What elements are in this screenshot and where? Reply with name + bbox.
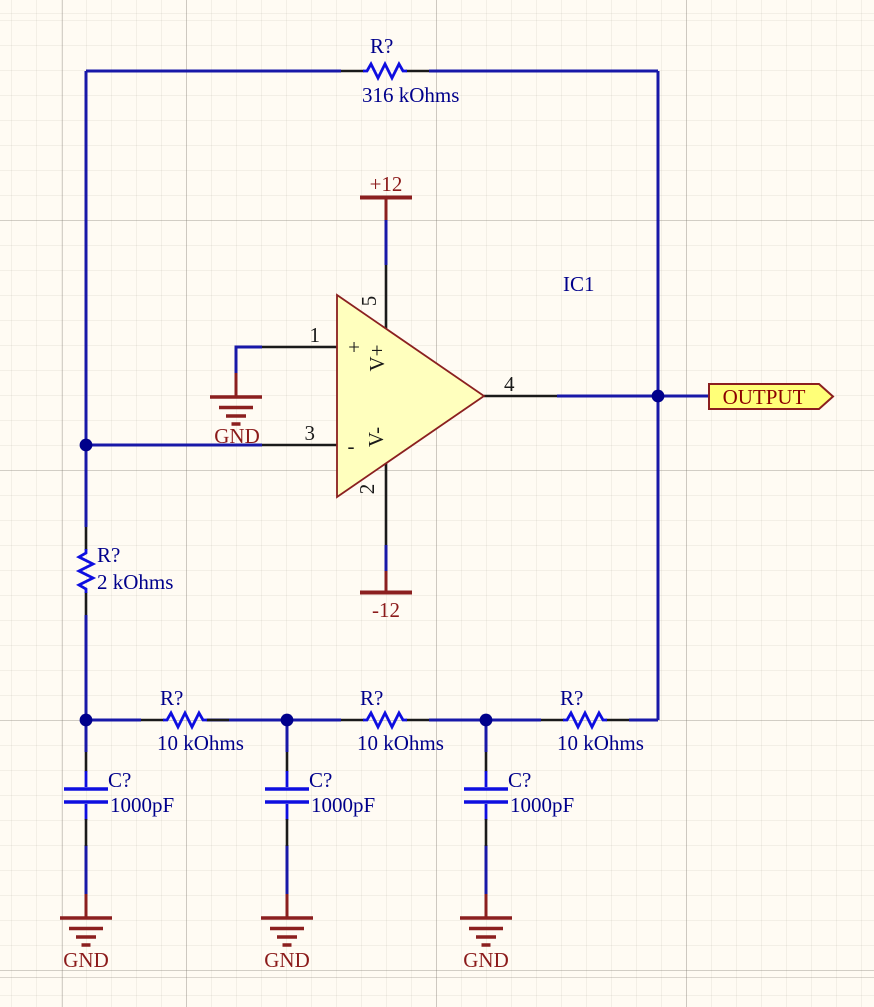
wire-noninverting-input[interactable]	[234, 345, 262, 373]
capacitor-stage3[interactable]: C? 1000pF	[464, 752, 574, 846]
ground-input[interactable]: GND	[210, 373, 262, 448]
capacitor-stage3-value[interactable]: 1000pF	[510, 793, 574, 817]
opamp-vplus-pin-name: V+	[365, 344, 389, 371]
opamp-pin3-number: 3	[305, 421, 316, 445]
ground-stage1-label[interactable]: GND	[63, 948, 109, 972]
resistor-feedback-value[interactable]: 316 kOhms	[362, 83, 459, 107]
ground-input-label[interactable]: GND	[214, 424, 260, 448]
opamp-body[interactable]	[336, 293, 486, 499]
resistor-gain-value[interactable]: 2 kOhms	[97, 570, 173, 594]
ground-stage3[interactable]: GND	[460, 894, 512, 972]
junction-dot[interactable]	[280, 713, 294, 727]
output-port-label[interactable]: OUTPUT	[723, 385, 806, 409]
ground-stage3-label[interactable]: GND	[463, 948, 509, 972]
resistor-gain-designator[interactable]: R?	[97, 543, 120, 567]
power-port-vplus[interactable]: +12	[360, 172, 412, 220]
junction-dots[interactable]	[79, 389, 665, 727]
resistor-stage3-designator[interactable]: R?	[560, 686, 583, 710]
opamp-vminus-pin-name: V-	[364, 427, 388, 447]
resistor-stage1-designator[interactable]: R?	[160, 686, 183, 710]
output-port[interactable]: OUTPUT	[708, 383, 835, 410]
opamp-inverting-symbol: -	[348, 434, 355, 458]
opamp-pin1-number: 1	[310, 323, 321, 347]
capacitor-stage3-designator[interactable]: C?	[508, 768, 531, 792]
ground-stage2-label[interactable]: GND	[264, 948, 310, 972]
ground-stage1[interactable]: GND	[60, 894, 112, 972]
capacitor-stage1-value[interactable]: 1000pF	[110, 793, 174, 817]
output-port-flag[interactable]	[708, 383, 835, 410]
capacitor-stage1[interactable]: C? 1000pF	[64, 752, 174, 846]
ground-stage2[interactable]: GND	[261, 894, 313, 972]
opamp-pin4-number: 4	[504, 372, 515, 396]
resistor-stage1[interactable]: R? 10 kOhms	[141, 686, 244, 755]
junction-dot[interactable]	[79, 438, 93, 452]
resistor-stage1-value[interactable]: 10 kOhms	[157, 731, 244, 755]
resistor-stage3[interactable]: R? 10 kOhms	[541, 686, 644, 755]
opamp-pin2-number: 2	[355, 484, 379, 495]
resistor-stage2[interactable]: R? 10 kOhms	[341, 686, 444, 755]
resistor-stage3-value[interactable]: 10 kOhms	[557, 731, 644, 755]
opamp-pin5-number: 5	[357, 296, 381, 307]
resistor-stage2-designator[interactable]: R?	[360, 686, 383, 710]
power-vplus-label[interactable]: +12	[370, 172, 403, 196]
capacitor-stage2-designator[interactable]: C?	[309, 768, 332, 792]
resistor-gain[interactable]: R? 2 kOhms	[75, 527, 173, 615]
opamp-designator[interactable]: IC1	[563, 272, 595, 296]
junction-dot[interactable]	[479, 713, 493, 727]
junction-dot[interactable]	[651, 389, 665, 403]
capacitor-stage2-value[interactable]: 1000pF	[311, 793, 375, 817]
capacitor-stage1-designator[interactable]: C?	[108, 768, 131, 792]
power-vminus-label[interactable]: -12	[372, 598, 400, 622]
opamp-noninverting-symbol: +	[348, 335, 360, 359]
junction-dot[interactable]	[79, 713, 93, 727]
resistor-feedback-designator[interactable]: R?	[370, 34, 393, 58]
resistor-feedback[interactable]: R? 316 kOhms	[341, 34, 459, 107]
capacitor-stage2[interactable]: C? 1000pF	[265, 752, 375, 846]
opamp[interactable]: 1 3 4 5 2 + - V+ V- IC1	[262, 265, 595, 545]
power-port-vminus[interactable]: -12	[360, 571, 412, 622]
resistor-stage2-value[interactable]: 10 kOhms	[357, 731, 444, 755]
